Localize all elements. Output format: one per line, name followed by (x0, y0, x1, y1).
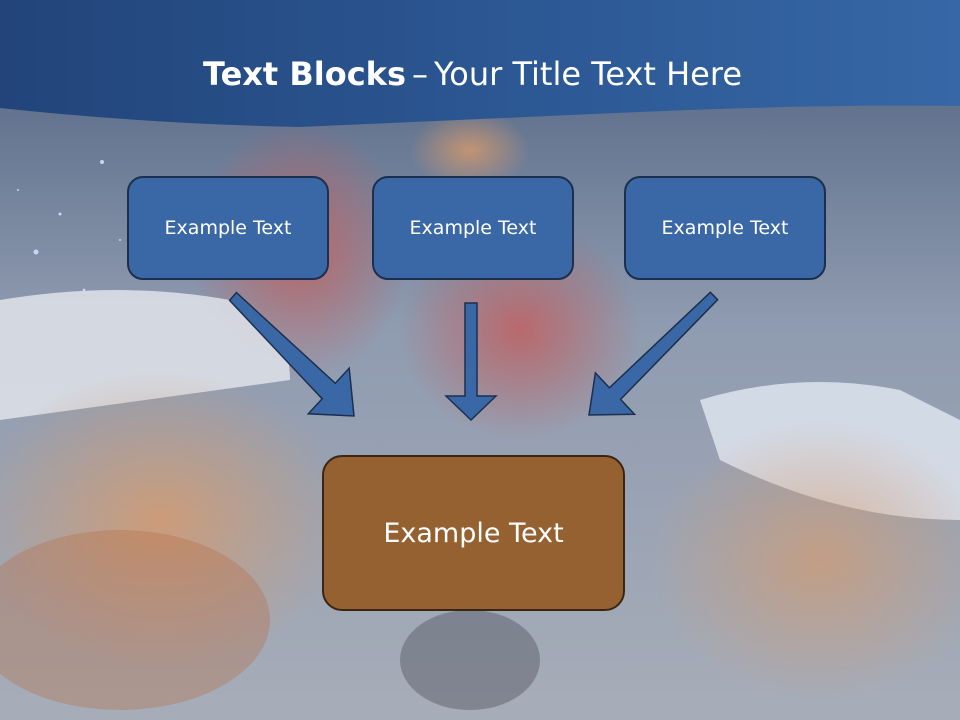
text-block-right-label: Example Text (661, 217, 789, 239)
text-block-bottom: Example Text (322, 455, 625, 611)
text-block-center: Example Text (372, 176, 574, 280)
header-band (0, 0, 960, 127)
arrow-left-icon (228, 291, 355, 417)
arrow-right-icon (588, 291, 719, 416)
arrow-center-icon (444, 302, 498, 422)
text-block-left: Example Text (127, 176, 329, 280)
text-block-left-label: Example Text (164, 217, 292, 239)
text-block-center-label: Example Text (409, 217, 537, 239)
text-block-bottom-label: Example Text (383, 517, 564, 549)
slide-title: Text Blocks–Your Title Text Here (0, 50, 945, 98)
text-block-right: Example Text (624, 176, 826, 280)
title-bold-part: Text Blocks (202, 55, 406, 93)
title-separator: – (411, 55, 428, 93)
title-rest: Your Title Text Here (433, 55, 742, 93)
